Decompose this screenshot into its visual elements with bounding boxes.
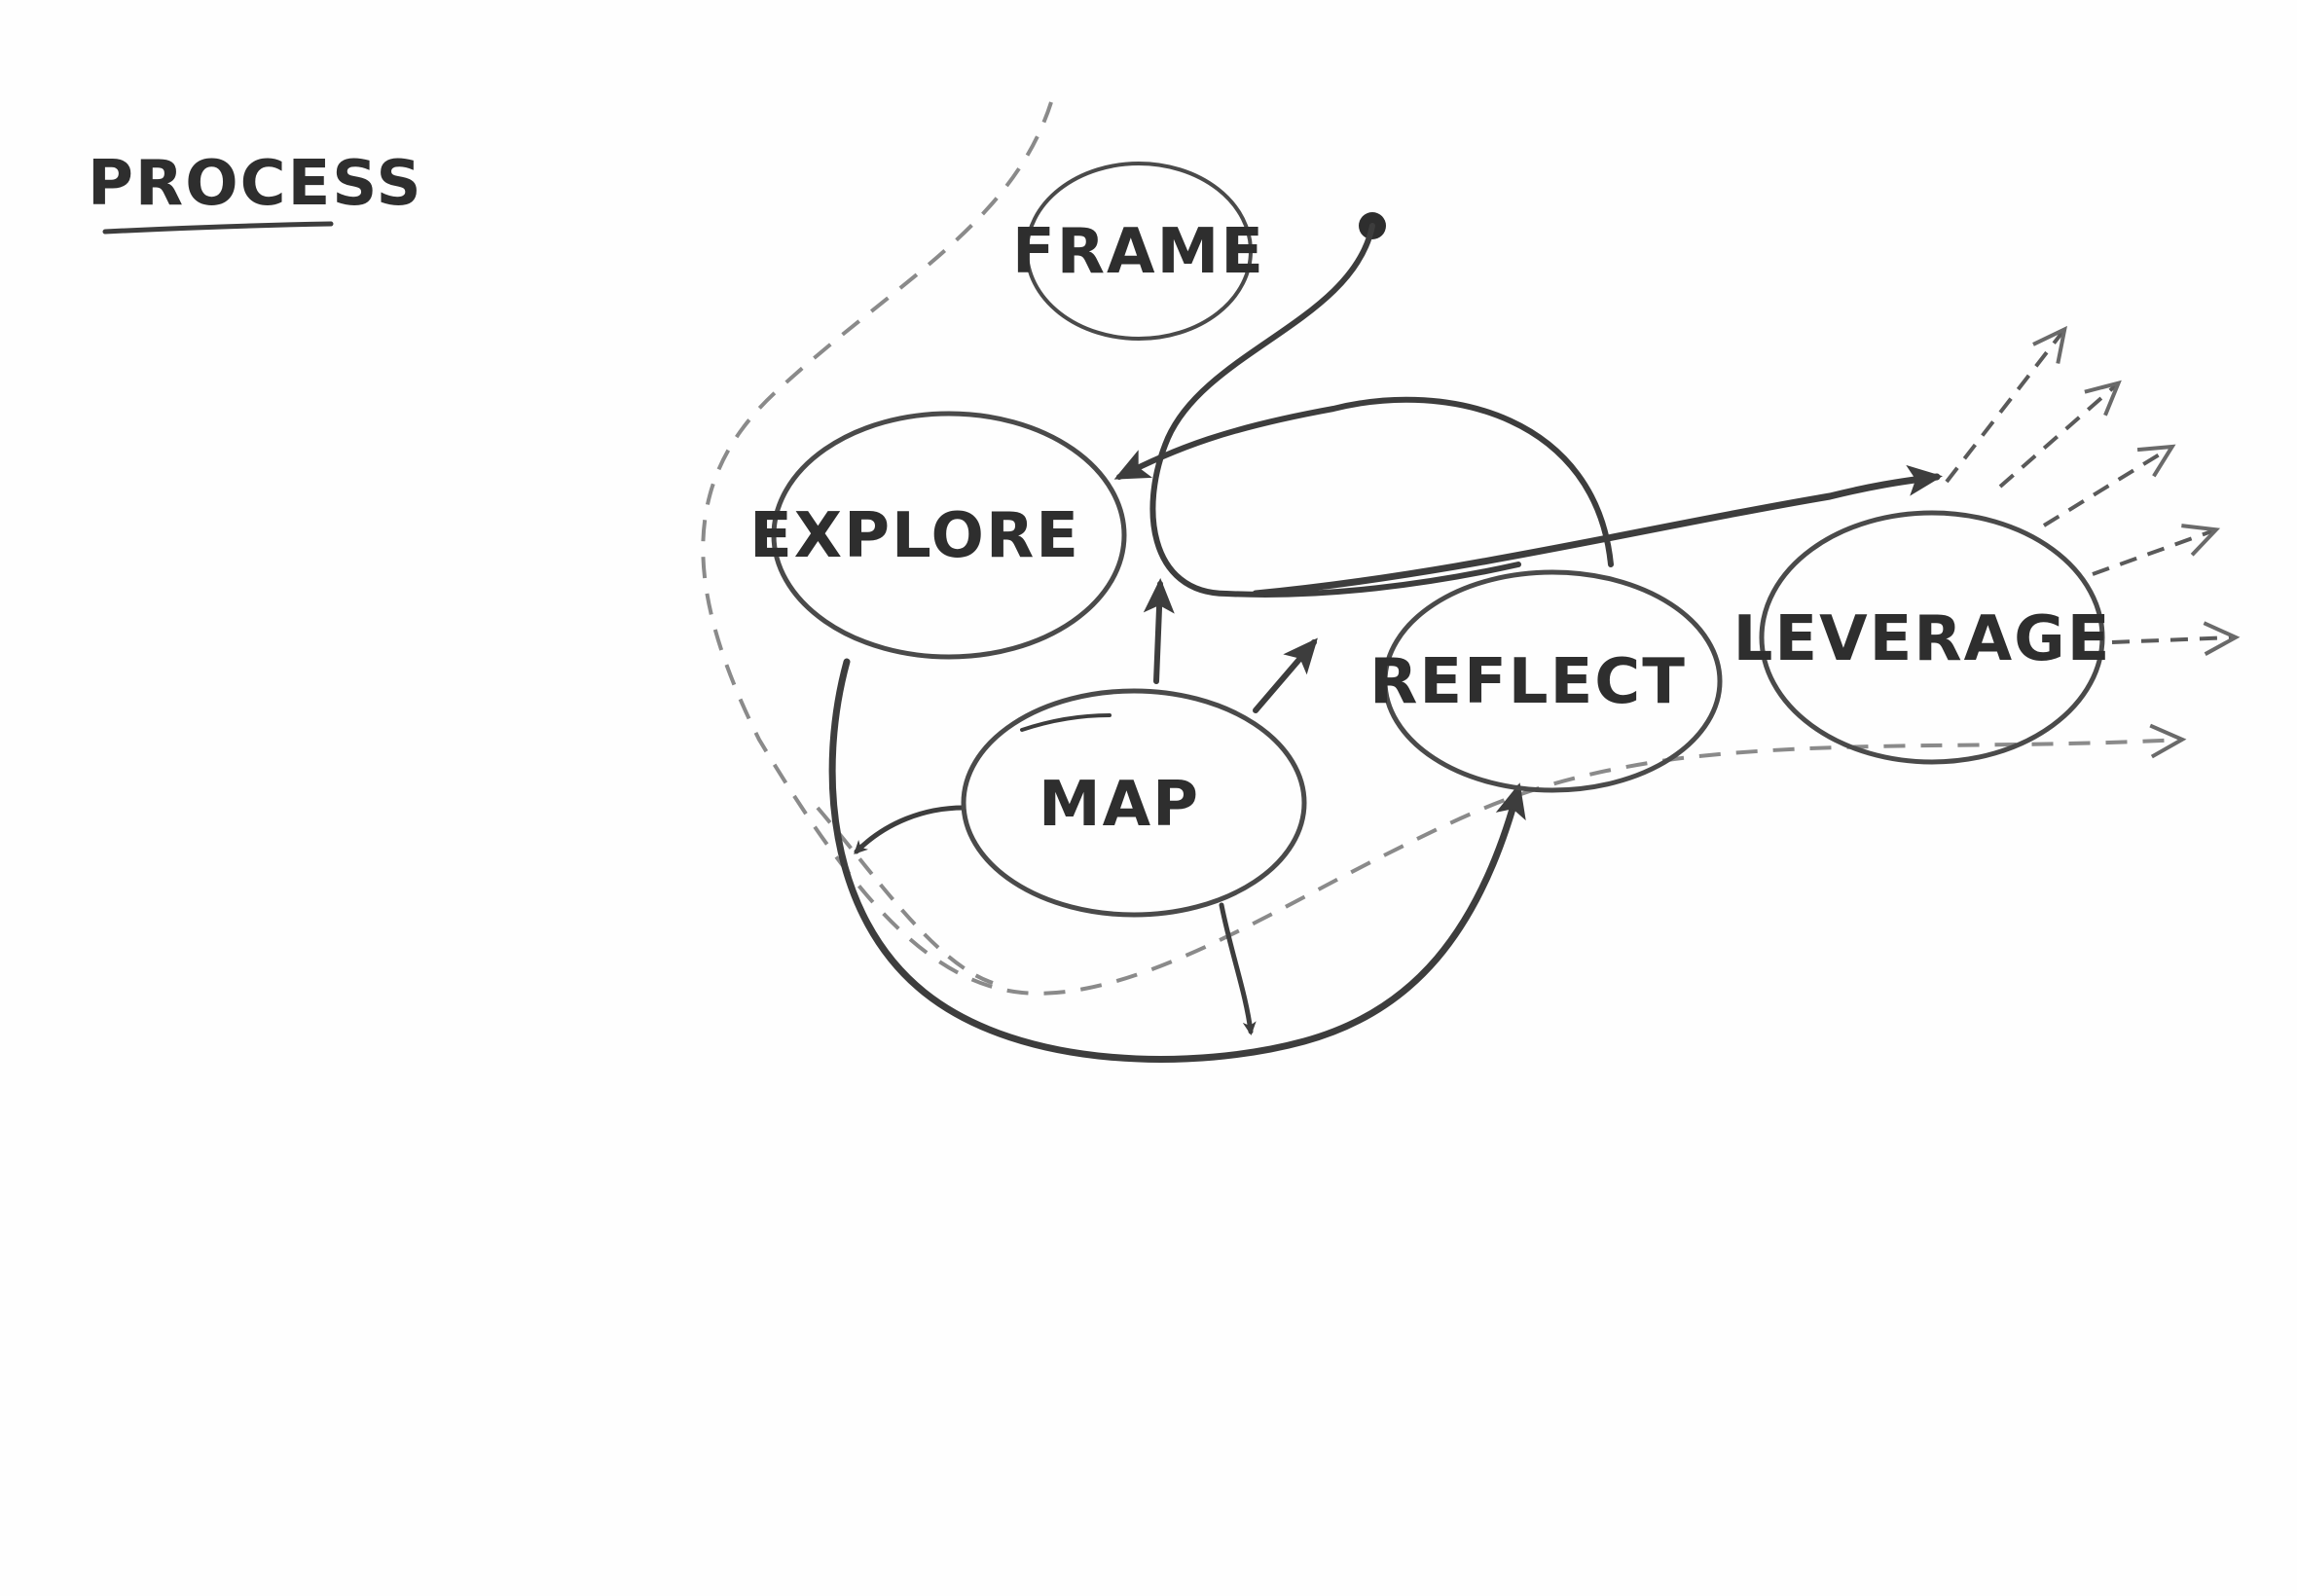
node-map-ellipse — [961, 688, 1307, 918]
node-reflect-label: REFLECT — [1369, 646, 1687, 718]
node-leverage: LEVERAGE — [1733, 510, 2112, 765]
title-group: PROCESS — [88, 148, 423, 235]
edge-map-top-mini — [1020, 713, 1112, 732]
leverage-fanout-arrows — [1945, 325, 2241, 656]
node-map: MAP — [961, 688, 1307, 918]
node-reflect-ellipse — [1382, 569, 1723, 793]
fanout-arrow-3 — [2042, 444, 2176, 527]
edge-frame-loop — [1149, 223, 1521, 598]
node-frame-ellipse — [1025, 162, 1253, 341]
node-frame: FRAME — [1012, 162, 1265, 341]
edge-map-down — [1219, 902, 1257, 1035]
dashed-outer-flow-path — [701, 101, 2187, 996]
node-frame-label: FRAME — [1012, 216, 1265, 288]
edge-map-to-explore — [1143, 578, 1175, 684]
edge-explore-to-leverage — [1252, 464, 1943, 598]
node-explore-ellipse — [771, 411, 1127, 660]
title-underline — [102, 221, 334, 235]
node-map-label: MAP — [1039, 769, 1200, 841]
dashed-inner-flow-path — [816, 806, 994, 985]
fanout-arrow-5 — [2111, 621, 2241, 656]
edge-explore-to-reflect-loop — [828, 658, 1526, 1063]
fanout-arrow-1 — [1945, 325, 2067, 484]
node-reflect: REFLECT — [1369, 569, 1723, 793]
node-explore: EXPLORE — [749, 411, 1127, 660]
node-leverage-ellipse — [1759, 510, 2105, 765]
edge-map-to-reflect-diagonal — [1253, 637, 1318, 713]
edge-loop-to-explore — [1113, 396, 1614, 567]
diagram-title: PROCESS — [88, 148, 423, 220]
fanout-arrow-2 — [1998, 380, 2122, 489]
node-leverage-label: LEVERAGE — [1733, 603, 2112, 675]
edge-map-to-left — [854, 805, 966, 854]
node-explore-label: EXPLORE — [749, 500, 1080, 572]
fanout-arrow-4 — [2092, 524, 2221, 576]
